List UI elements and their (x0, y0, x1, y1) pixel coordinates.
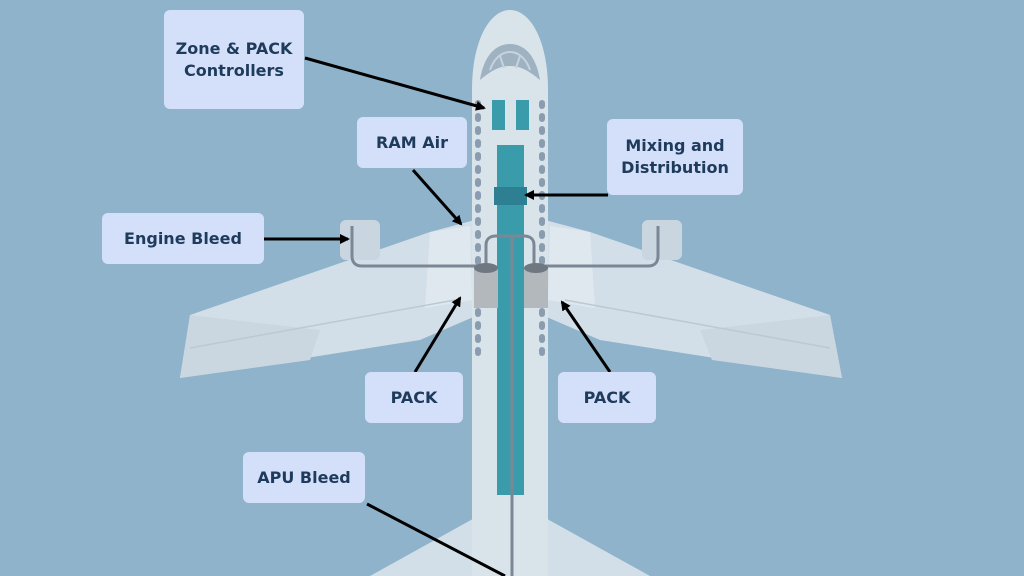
pack-right-label: PACK (558, 372, 656, 423)
mixing-distribution-label: Mixing and Distribution (607, 119, 743, 195)
window (539, 139, 545, 148)
pack-units (474, 263, 548, 308)
arrow-zone-controllers (304, 56, 486, 111)
window (539, 152, 545, 161)
window (539, 204, 545, 213)
arrow-pack-left (413, 296, 462, 373)
window (539, 347, 545, 356)
arrow-apu-bleed (366, 502, 506, 576)
window (475, 321, 481, 330)
window (475, 230, 481, 239)
window (475, 152, 481, 161)
apu-bleed-label: APU Bleed (243, 452, 365, 503)
window (539, 217, 545, 226)
window (475, 243, 481, 252)
window (539, 126, 545, 135)
window (539, 256, 545, 265)
left-wing (180, 220, 478, 378)
window (539, 230, 545, 239)
window (475, 165, 481, 174)
pack-left-label: PACK (365, 372, 463, 423)
window (539, 100, 545, 109)
window (475, 217, 481, 226)
window (475, 126, 481, 135)
tail-stabilizers (370, 515, 650, 576)
ram-air-label: RAM Air (357, 117, 467, 168)
zone-controller-right (516, 100, 529, 130)
window (539, 308, 545, 317)
window (475, 191, 481, 200)
window (475, 347, 481, 356)
window (539, 334, 545, 343)
window (539, 321, 545, 330)
window (475, 139, 481, 148)
window (475, 308, 481, 317)
window (475, 204, 481, 213)
mixing-unit (494, 187, 527, 205)
window (539, 165, 545, 174)
engine-bleed-label: Engine Bleed (102, 213, 264, 264)
window (475, 334, 481, 343)
window (539, 178, 545, 187)
window (475, 256, 481, 265)
zone-pack-controllers-label: Zone & PACK Controllers (164, 10, 304, 109)
window (475, 178, 481, 187)
window (475, 113, 481, 122)
window (539, 243, 545, 252)
callout-arrows (264, 56, 612, 576)
zone-controller-left (492, 100, 505, 130)
right-wing (542, 220, 842, 378)
window (539, 113, 545, 122)
arrow-pack-right (560, 300, 612, 373)
arrow-ram-air (411, 169, 463, 226)
